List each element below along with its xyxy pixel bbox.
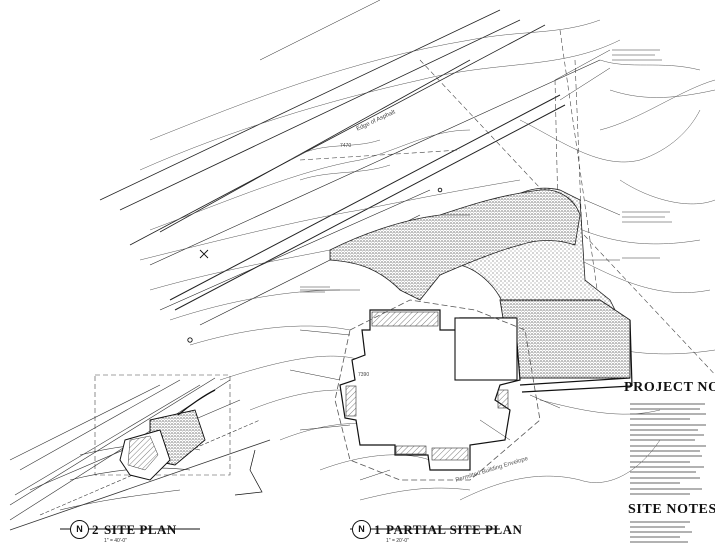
partial-plan-north-marker: N <box>352 520 371 539</box>
callout-lines <box>300 49 672 293</box>
permitted-envelope <box>334 299 541 481</box>
inset-site-plan <box>9 374 271 531</box>
site-plan-north-letter: N <box>76 524 83 534</box>
project-notes-heading: PROJECT NOTES <box>624 380 715 395</box>
leader-lines <box>289 49 621 481</box>
building-walls-hatch <box>345 311 509 461</box>
road-lines <box>99 0 601 326</box>
partial-plan-north-letter: N <box>358 524 365 534</box>
partial-plan-scale: 1" = 20'-0" <box>386 538 409 544</box>
retaining-walls <box>519 319 633 393</box>
survey-marks <box>187 187 443 343</box>
site-notes-lines <box>630 521 692 543</box>
site-plan-title: SITE PLAN <box>104 522 177 537</box>
driveway-upper <box>329 189 581 301</box>
site-notes-heading: SITE NOTES <box>628 502 715 517</box>
site-plan-number: 2 <box>92 522 99 537</box>
partial-plan-number: 1 <box>374 522 381 537</box>
project-notes-lines <box>630 403 706 495</box>
site-plan-scale: 1" = 40'-0" <box>104 538 127 544</box>
contour-label-7470: 7470 <box>340 143 352 149</box>
parking-area <box>499 299 631 379</box>
site-plan-north-marker: N <box>70 520 89 539</box>
contour-lines <box>139 19 715 501</box>
contour-label-7390: 7390 <box>358 372 370 378</box>
partial-plan-title: PARTIAL SITE PLAN <box>386 522 523 537</box>
garage <box>454 317 518 381</box>
